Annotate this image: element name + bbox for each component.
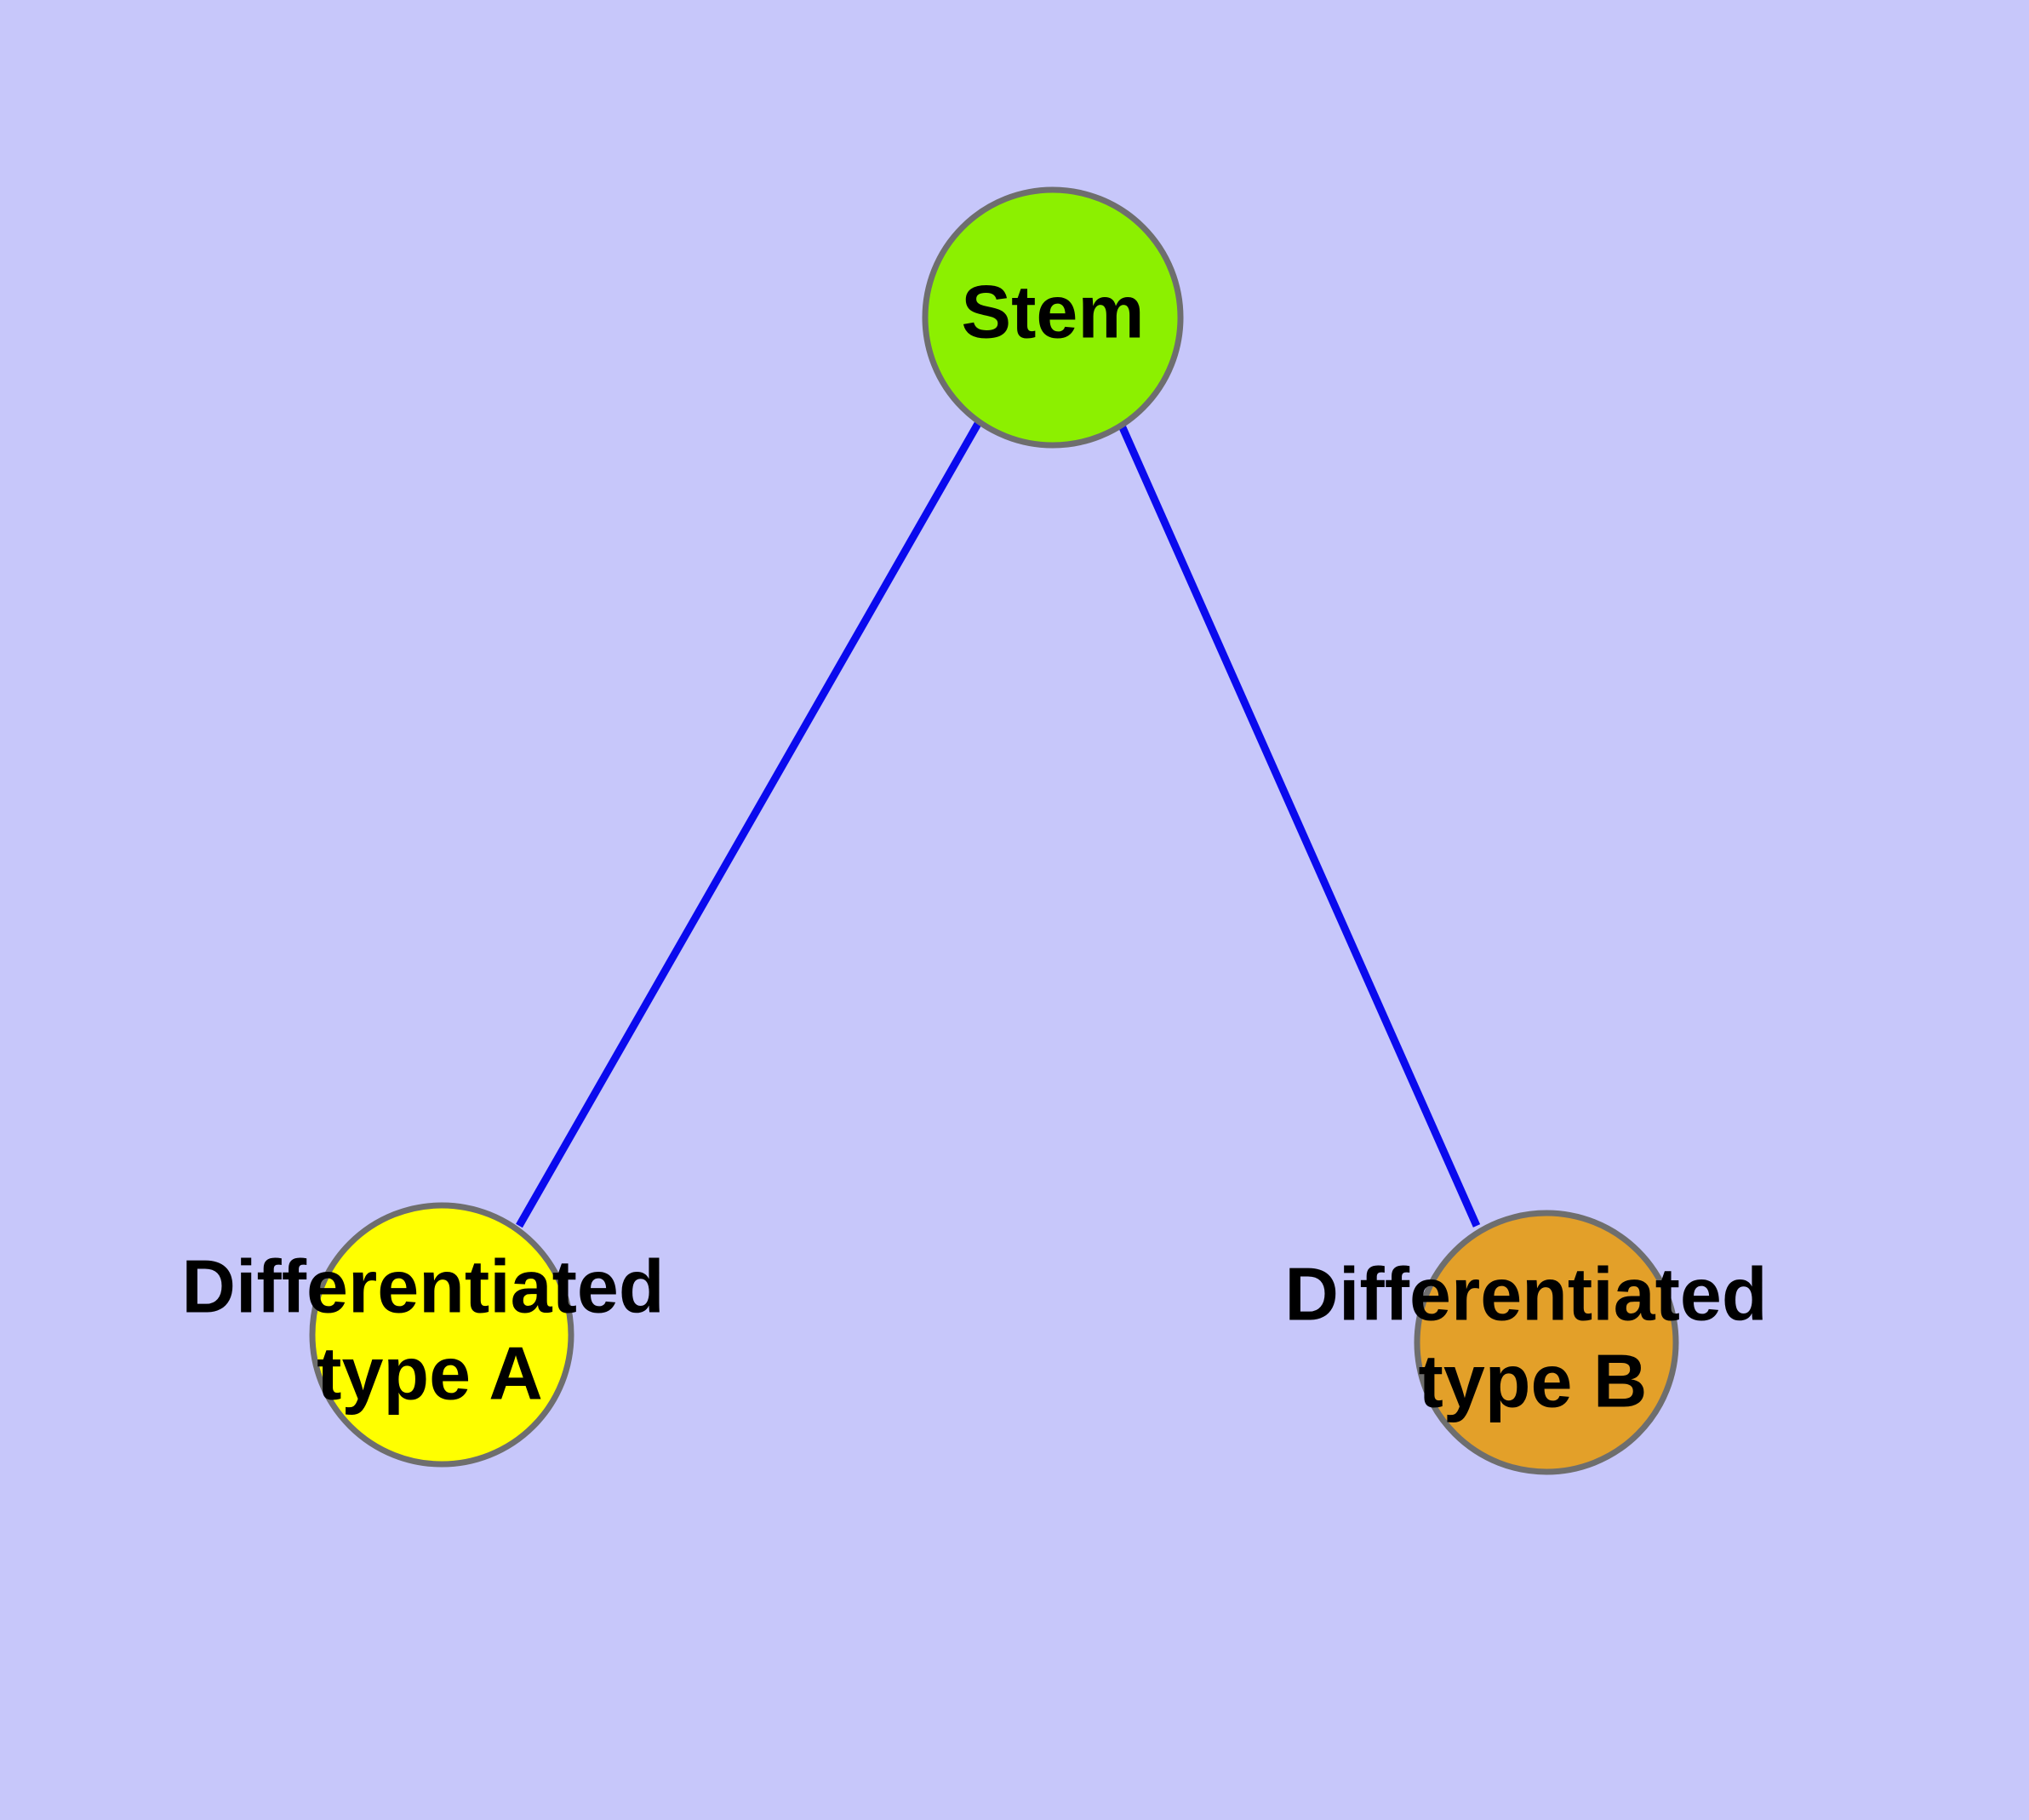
edge-layer	[516, 420, 1481, 1228]
node-differentiated-type-b[interactable]	[1414, 1210, 1679, 1475]
node-layer	[309, 186, 1679, 1475]
node-differentiated-type-a[interactable]	[309, 1202, 574, 1468]
edge-stem-to-differentiated-type-a[interactable]	[516, 420, 982, 1228]
edge-stem-to-differentiated-type-b[interactable]	[1117, 424, 1481, 1228]
node-label-differentiated-type-b-line2: type B	[1419, 1338, 1648, 1422]
node-label-differentiated-type-a-line1: Differentiated	[181, 1244, 664, 1328]
node-label-stem: Stem	[961, 269, 1144, 353]
node-label-differentiated-type-b-line1: Differentiated	[1284, 1251, 1767, 1336]
node-label-differentiated-type-a-line2: type A	[317, 1331, 543, 1415]
node-stem[interactable]	[922, 186, 1184, 449]
label-layer: Stem Differentiated type A Differentiate…	[181, 269, 1767, 1422]
